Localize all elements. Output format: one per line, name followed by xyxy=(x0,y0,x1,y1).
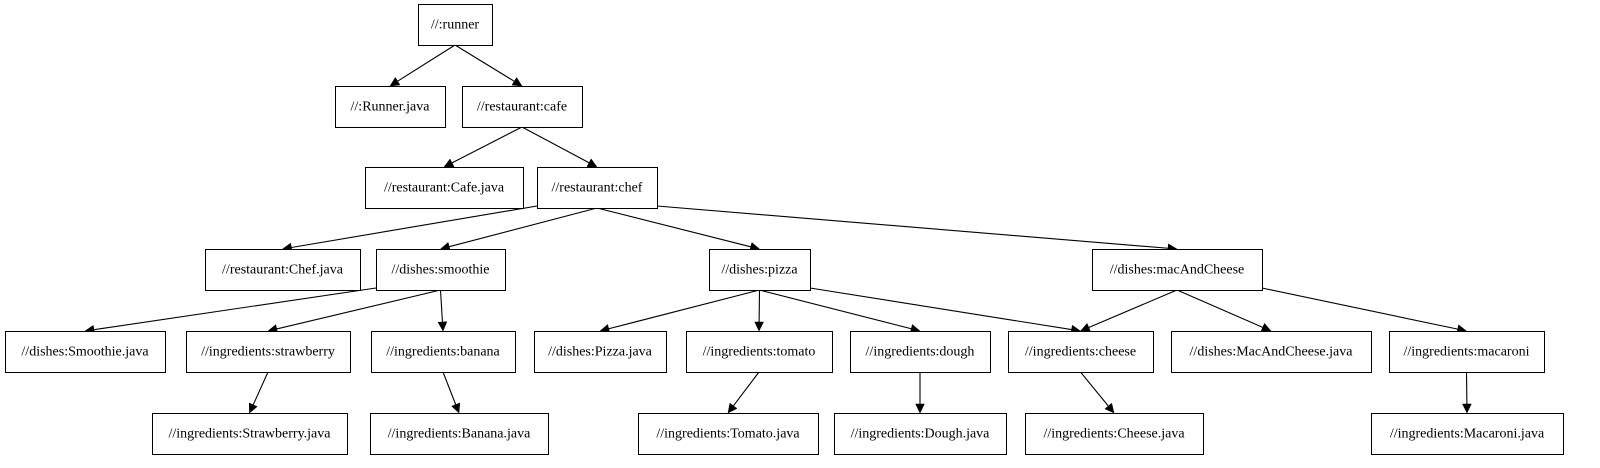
node-box[interactable] xyxy=(850,331,991,373)
node-box[interactable] xyxy=(371,331,516,373)
node-label: //ingredients:Macaroni.java xyxy=(1390,427,1545,442)
node-box[interactable] xyxy=(709,249,811,291)
graph-edge xyxy=(1079,289,1178,332)
graph-node-restaurant-chef[interactable]: //restaurant:chef xyxy=(537,167,658,209)
graph-edge xyxy=(1462,371,1472,414)
node-label: //restaurant:chef xyxy=(552,181,643,196)
node-label: //dishes:pizza xyxy=(721,263,798,278)
node-label: //dishes:MacAndCheese.java xyxy=(1190,345,1354,360)
graph-edge xyxy=(754,289,764,332)
graph-node-dishes-pizzajava[interactable]: //dishes:Pizza.java xyxy=(534,331,667,373)
graph-node-dishes-smoothiejava[interactable]: //dishes:Smoothie.java xyxy=(5,331,166,373)
graph-edge xyxy=(84,287,377,335)
node-label: //ingredients:Strawberry.java xyxy=(169,427,332,442)
node-label: //dishes:Pizza.java xyxy=(548,345,653,360)
graph-edge xyxy=(599,289,760,334)
graph-node-dishes-smoothie[interactable]: //dishes:smoothie xyxy=(376,249,506,291)
graph-edge xyxy=(915,372,925,414)
node-box[interactable] xyxy=(418,4,493,46)
node-box[interactable] xyxy=(205,249,361,291)
graph-node-ing-strawberryjava[interactable]: //ingredients:Strawberry.java xyxy=(152,413,348,455)
node-box[interactable] xyxy=(1092,249,1263,291)
node-box[interactable] xyxy=(376,249,506,291)
node-box[interactable] xyxy=(335,86,446,128)
node-box[interactable] xyxy=(5,331,166,373)
graph-edge xyxy=(439,207,598,252)
node-box[interactable] xyxy=(534,331,667,373)
graph-node-ing-dough[interactable]: //ingredients:dough xyxy=(850,331,991,373)
node-box[interactable] xyxy=(1008,331,1154,373)
graph-node-dishes-macandcheesejava[interactable]: //dishes:MacAndCheese.java xyxy=(1171,331,1372,373)
node-box[interactable] xyxy=(1389,331,1545,373)
graph-edge xyxy=(596,207,761,252)
node-label: //dishes:macAndCheese xyxy=(1110,263,1245,278)
graph-edge xyxy=(437,289,448,332)
graph-edge xyxy=(521,126,598,168)
graph-node-ing-banana[interactable]: //ingredients:banana xyxy=(371,331,516,373)
node-label: //ingredients:Tomato.java xyxy=(656,427,800,442)
node-label: //ingredients:Banana.java xyxy=(388,427,531,442)
node-box[interactable] xyxy=(365,167,524,209)
graph-node-ing-doughjava[interactable]: //ingredients:Dough.java xyxy=(834,413,1007,455)
node-box[interactable] xyxy=(834,413,1007,455)
graph-node-restaurant-cafejava[interactable]: //restaurant:Cafe.java xyxy=(365,167,524,209)
edges-layer xyxy=(84,44,1472,414)
graph-edge xyxy=(809,287,1082,335)
graph-edge xyxy=(443,126,523,168)
graph-node-dishes-pizza[interactable]: //dishes:pizza xyxy=(709,249,811,291)
graph-edge xyxy=(248,371,269,414)
graph-edge xyxy=(442,371,461,414)
node-box[interactable] xyxy=(686,331,833,373)
graph-edge xyxy=(389,44,456,87)
node-label: //ingredients:dough xyxy=(866,345,975,360)
node-box[interactable] xyxy=(1371,413,1564,455)
graph-edge xyxy=(759,289,921,334)
node-label: //ingredients:Dough.java xyxy=(851,427,991,442)
graph-node-ing-bananajava[interactable]: //ingredients:Banana.java xyxy=(370,413,549,455)
node-box[interactable] xyxy=(186,331,351,373)
node-label: //dishes:Smoothie.java xyxy=(21,345,149,360)
node-box[interactable] xyxy=(462,86,583,128)
node-label: //ingredients:macaroni xyxy=(1404,345,1530,360)
graph-node-runner-java[interactable]: //:Runner.java xyxy=(335,86,446,128)
node-box[interactable] xyxy=(152,413,348,455)
graph-node-ing-cheesejava[interactable]: //ingredients:Cheese.java xyxy=(1025,413,1204,455)
graph-node-restaurant-chefjava[interactable]: //restaurant:Chef.java xyxy=(205,249,361,291)
node-box[interactable] xyxy=(638,413,819,455)
node-box[interactable] xyxy=(1171,331,1372,373)
node-label: //restaurant:Cafe.java xyxy=(384,181,505,196)
nodes-layer: //:runner //:Runner.java //restaurant:cafe… xyxy=(5,4,1564,455)
node-label: //ingredients:cheese xyxy=(1025,345,1136,360)
graph-node-ing-cheese[interactable]: //ingredients:cheese xyxy=(1008,331,1154,373)
node-label: //ingredients:strawberry xyxy=(201,345,335,360)
graph-node-restaurant-cafe[interactable]: //restaurant:cafe xyxy=(462,86,583,128)
graph-edge xyxy=(1261,287,1468,334)
node-label: //:runner xyxy=(431,18,480,33)
node-box[interactable] xyxy=(370,413,549,455)
node-label: //ingredients:tomato xyxy=(703,345,816,360)
node-label: //:Runner.java xyxy=(351,100,431,115)
node-label: //restaurant:Chef.java xyxy=(222,263,344,278)
node-box[interactable] xyxy=(1025,413,1204,455)
graph-node-runner[interactable]: //:runner xyxy=(418,4,493,46)
graph-node-ing-macaronijava[interactable]: //ingredients:Macaroni.java xyxy=(1371,413,1564,455)
graph-edge xyxy=(281,205,538,253)
node-box[interactable] xyxy=(537,167,658,209)
graph-node-ing-macaroni[interactable]: //ingredients:macaroni xyxy=(1389,331,1545,373)
graph-edge xyxy=(1176,289,1272,332)
node-label: //dishes:smoothie xyxy=(392,263,490,278)
graph-node-ing-strawberry[interactable]: //ingredients:strawberry xyxy=(186,331,351,373)
node-label: //restaurant:cafe xyxy=(477,100,567,115)
graph-edge xyxy=(1080,371,1115,414)
graph-node-ing-tomatojava[interactable]: //ingredients:Tomato.java xyxy=(638,413,819,455)
graph-edge xyxy=(727,371,760,414)
node-label: //ingredients:banana xyxy=(386,345,500,360)
graph-node-dishes-macandcheese[interactable]: //dishes:macAndCheese xyxy=(1092,249,1263,291)
graph-edge xyxy=(454,44,523,87)
graph-edge xyxy=(267,289,441,334)
graph-node-ing-tomato[interactable]: //ingredients:tomato xyxy=(686,331,833,373)
graph-edge xyxy=(656,205,1178,254)
node-label: //ingredients:Cheese.java xyxy=(1043,427,1185,442)
